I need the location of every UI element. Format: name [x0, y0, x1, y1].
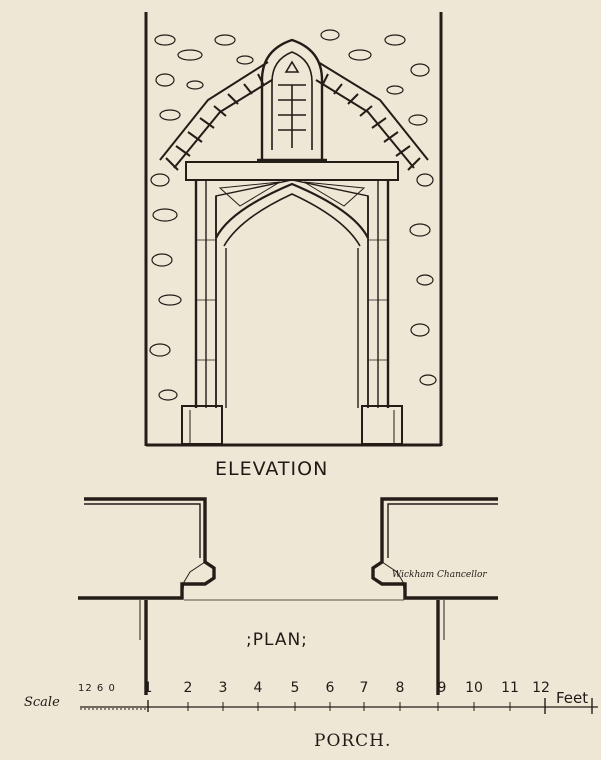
scale-number: 8: [395, 680, 405, 696]
drawer-signature: Wickham Chancellor: [392, 570, 487, 580]
elevation-drawing: [144, 12, 443, 447]
scale-label: Scale: [24, 695, 60, 710]
scale-number: 1: [143, 680, 153, 696]
scale-small-divisions: 12 6 0: [78, 683, 116, 694]
scale-number: 3: [218, 680, 228, 696]
rubble-masonry: [149, 29, 437, 401]
scale-number: 7: [359, 680, 369, 696]
scale-number: 11: [501, 680, 519, 696]
doorway-surround: [181, 161, 403, 445]
niche-window: [257, 38, 327, 162]
scale-unit: Feet: [556, 689, 589, 707]
elevation-title: ELEVATION: [215, 458, 329, 480]
relieving-arch: [159, 61, 429, 171]
scale-number: 5: [290, 680, 300, 696]
drawing-caption: PORCH.: [314, 731, 392, 751]
scale-number: 2: [183, 680, 193, 696]
scale-number: 4: [253, 680, 263, 696]
plan-drawing: [78, 497, 498, 695]
scale-bar: [80, 698, 598, 714]
scale-number: 12: [532, 680, 550, 696]
scale-number: 6: [325, 680, 335, 696]
scale-number: 9: [437, 680, 447, 696]
jamb-joints: [196, 239, 388, 361]
scale-number: 10: [465, 680, 483, 696]
plan-title: ;PLAN;: [246, 630, 308, 650]
